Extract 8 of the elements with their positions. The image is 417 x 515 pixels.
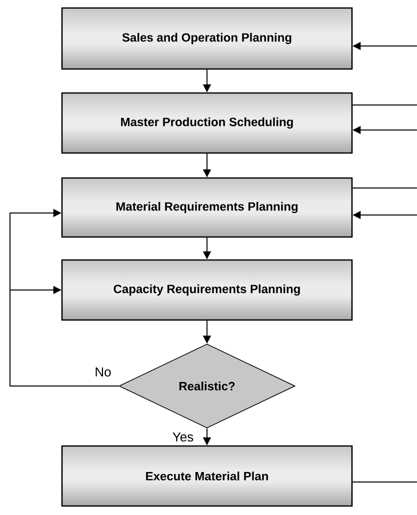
edge-label: No	[94, 366, 112, 378]
arrow	[10, 286, 120, 386]
process-box: Execute Material Plan	[61, 445, 353, 507]
process-box: Material Requirements Planning	[61, 177, 353, 238]
process-box: Master Production Scheduling	[61, 92, 353, 154]
process-box: Capacity Requirements Planning	[61, 259, 353, 321]
process-box: Sales and Operation Planning	[61, 7, 353, 70]
edge-label: Yes	[171, 431, 195, 443]
